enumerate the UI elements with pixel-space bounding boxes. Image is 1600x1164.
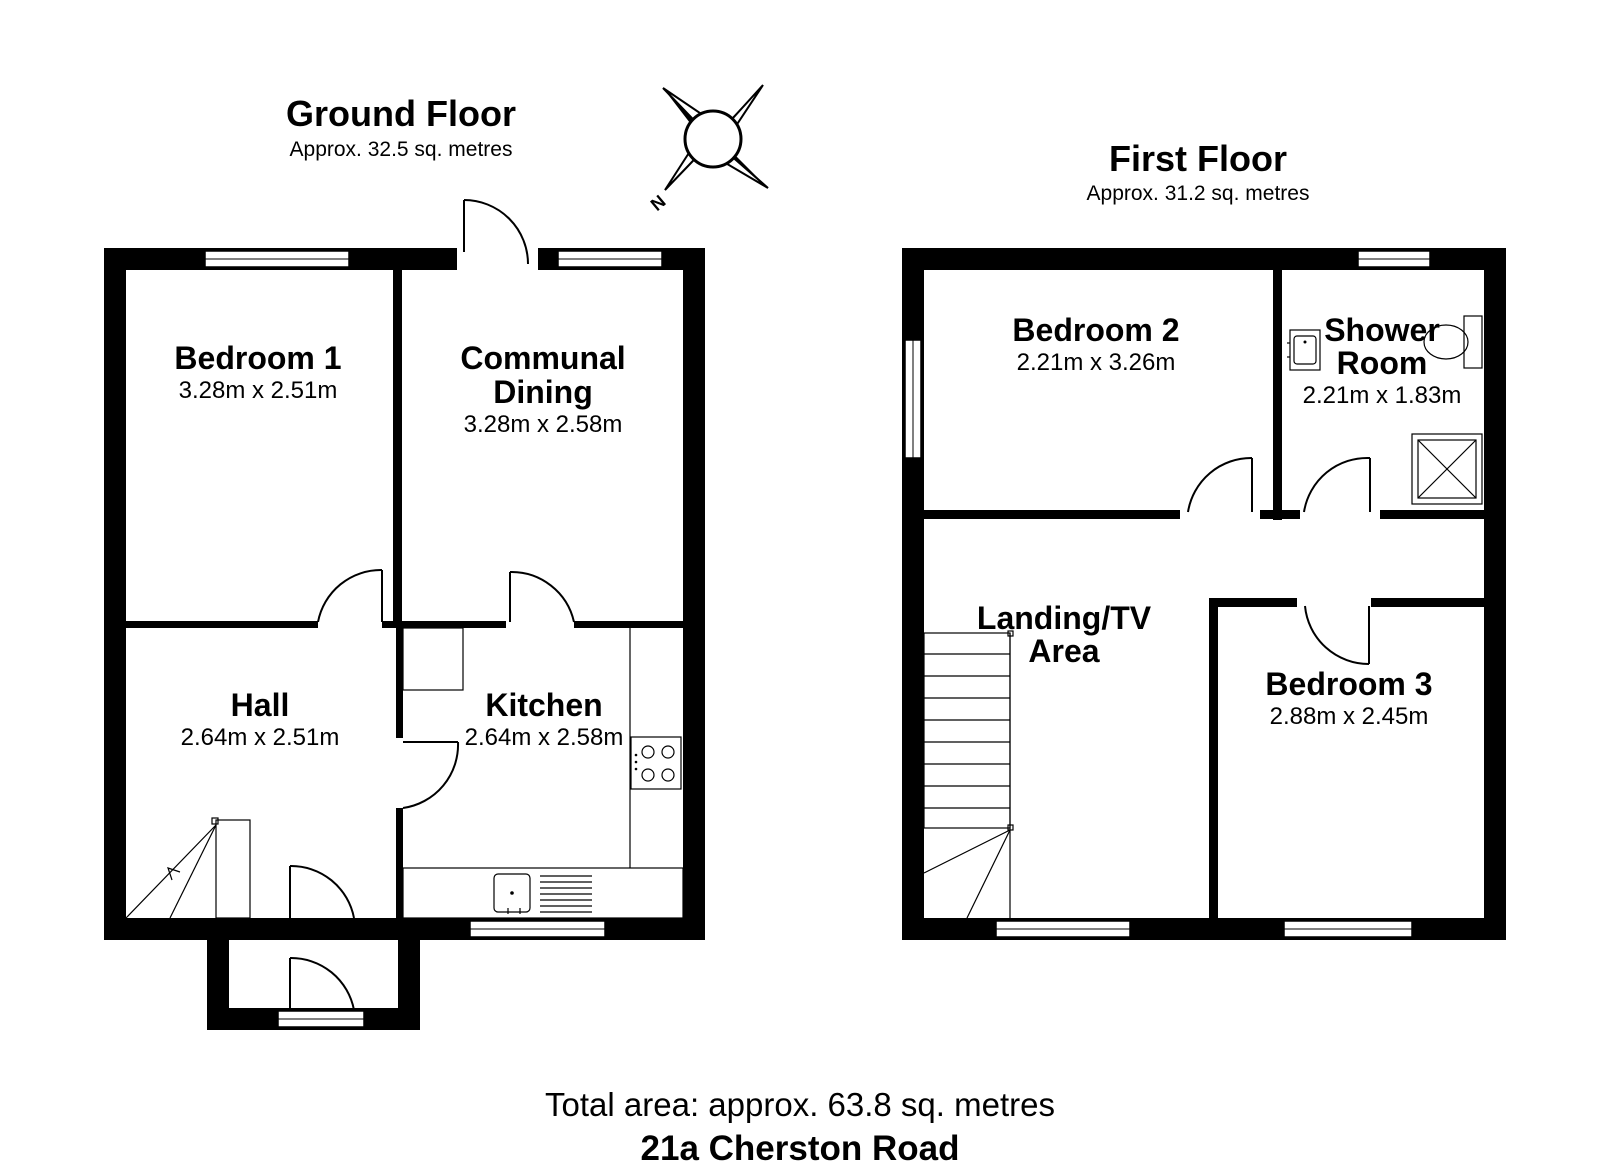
room-kitchen: Kitchen 2.64m x 2.58m (465, 687, 624, 751)
ground-floor-area: Approx. 32.5 sq. metres (290, 138, 513, 161)
shower-room-fittings (1287, 315, 1483, 505)
room-name: Bedroom 2 (1012, 312, 1179, 348)
shower-tray-icon (1411, 433, 1483, 505)
room-name-line2: Dining (493, 374, 593, 410)
room-name-line2: Area (1028, 633, 1099, 669)
ground-floor-plan: Bedroom 1 3.28m x 2.51m Communal Dining … (104, 199, 705, 1030)
room-hall: Hall 2.64m x 2.51m (181, 687, 340, 751)
room-communal-dining: Communal Dining 3.28m x 2.58m (460, 340, 625, 438)
room-name: Hall (231, 687, 290, 723)
ground-floor-title: Ground Floor (286, 93, 516, 134)
room-dimensions: 2.21m x 1.83m (1303, 382, 1462, 409)
first-floor-header: First Floor Approx. 31.2 sq. metres (1087, 138, 1310, 205)
toilet-icon (1423, 315, 1483, 369)
room-bedroom-1: Bedroom 1 3.28m x 2.51m (174, 340, 341, 404)
room-landing: Landing/TV Area (977, 600, 1152, 669)
room-name-line1: Shower (1324, 312, 1440, 348)
ground-floor-doors (289, 199, 575, 1011)
first-floor-doors (1187, 456, 1371, 666)
room-shower-room: Shower Room 2.21m x 1.83m (1303, 312, 1462, 409)
ground-floor-header: Ground Floor Approx. 32.5 sq. metres (286, 93, 516, 161)
room-dimensions: 2.21m x 3.26m (1017, 349, 1176, 376)
ground-floor-windows (204, 250, 663, 1028)
room-name: Bedroom 3 (1265, 666, 1432, 702)
room-name-line1: Landing/TV (977, 600, 1152, 636)
room-dimensions: 2.64m x 2.51m (181, 724, 340, 751)
property-address: 21a Cherston Road (641, 1129, 960, 1164)
room-dimensions: 3.28m x 2.51m (179, 377, 338, 404)
basin-icon (1287, 329, 1321, 371)
room-bedroom-2: Bedroom 2 2.21m x 3.26m (1012, 312, 1179, 376)
room-dimensions: 3.28m x 2.58m (464, 411, 623, 438)
hall-stairs (125, 817, 251, 919)
room-name: Bedroom 1 (174, 340, 341, 376)
compass-icon: N (647, 84, 769, 215)
hob-icon (630, 736, 682, 790)
first-floor-plan: Bedroom 2 2.21m x 3.26m Shower Room 2.21… (902, 248, 1506, 940)
first-floor-windows (904, 250, 1431, 938)
first-floor-area: Approx. 31.2 sq. metres (1087, 182, 1310, 205)
first-floor-title: First Floor (1109, 138, 1287, 179)
room-dimensions: 2.64m x 2.58m (465, 724, 624, 751)
room-bedroom-3: Bedroom 3 2.88m x 2.45m (1265, 666, 1432, 730)
room-dimensions: 2.88m x 2.45m (1270, 703, 1429, 730)
north-label: N (647, 191, 670, 215)
landing-stairs (923, 630, 1014, 919)
footer: Total area: approx. 63.8 sq. metres 21a … (545, 1086, 1055, 1164)
kitchen-fittings (402, 627, 684, 919)
total-area: Total area: approx. 63.8 sq. metres (545, 1086, 1055, 1123)
room-name: Kitchen (485, 687, 602, 723)
room-name-line2: Room (1337, 345, 1428, 381)
room-name-line1: Communal (460, 340, 625, 376)
sink-icon (493, 873, 592, 914)
